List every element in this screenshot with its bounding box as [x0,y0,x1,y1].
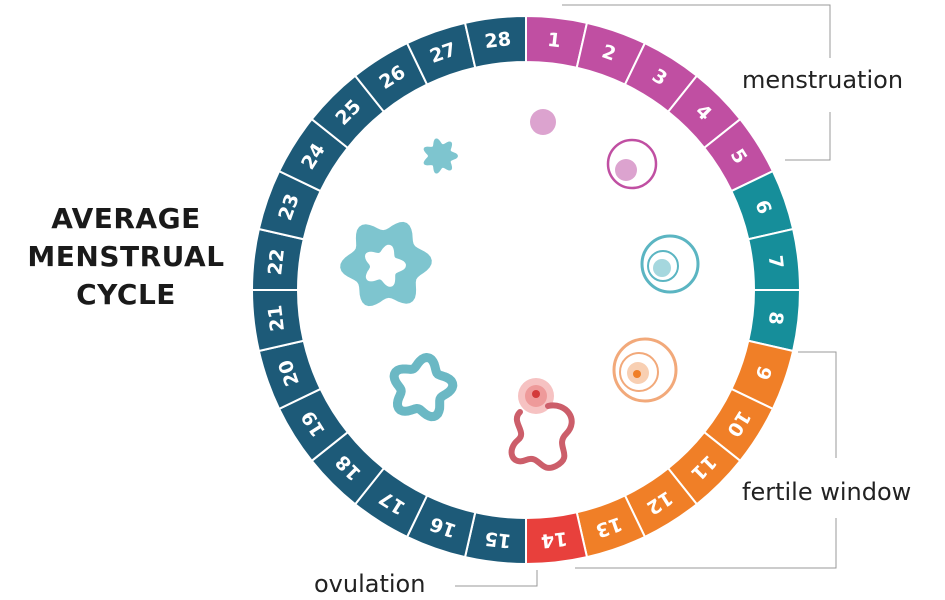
ovulation-bracket [455,570,538,587]
day-segment-28 [463,14,527,69]
menstruation-label: menstruation [742,66,904,94]
page-title: AVERAGE MENSTRUAL CYCLE [0,200,252,314]
follicle-mature-icon [612,337,678,403]
follicle-double-ring-icon [640,234,700,294]
day-label-1: 1 [546,29,562,52]
day-label-28: 28 [484,28,513,53]
fertile-window-label: fertile window [742,478,912,506]
ovulation-label: ovulation [314,570,426,598]
title-line-1: AVERAGE [51,202,201,235]
day-label-14: 14 [540,527,569,552]
follicle-ring-icon [606,138,658,190]
day-label-15: 15 [484,527,513,552]
day-label-22: 22 [264,248,289,277]
corpus-albicans-icon [389,353,458,422]
day-label-8: 8 [764,310,787,326]
ovulating-egg-icon [508,378,575,471]
corpus-luteum-small-icon [423,138,458,174]
fertile-bracket [575,351,837,569]
day-label-21: 21 [264,304,289,333]
follicle-small-icon [530,109,556,135]
corpus-luteum-large-icon [340,221,432,307]
title-line-2: MENSTRUAL [27,240,225,273]
menstruation-bracket [562,4,831,161]
title-line-3: CYCLE [76,278,176,311]
day-label-7: 7 [764,254,787,270]
